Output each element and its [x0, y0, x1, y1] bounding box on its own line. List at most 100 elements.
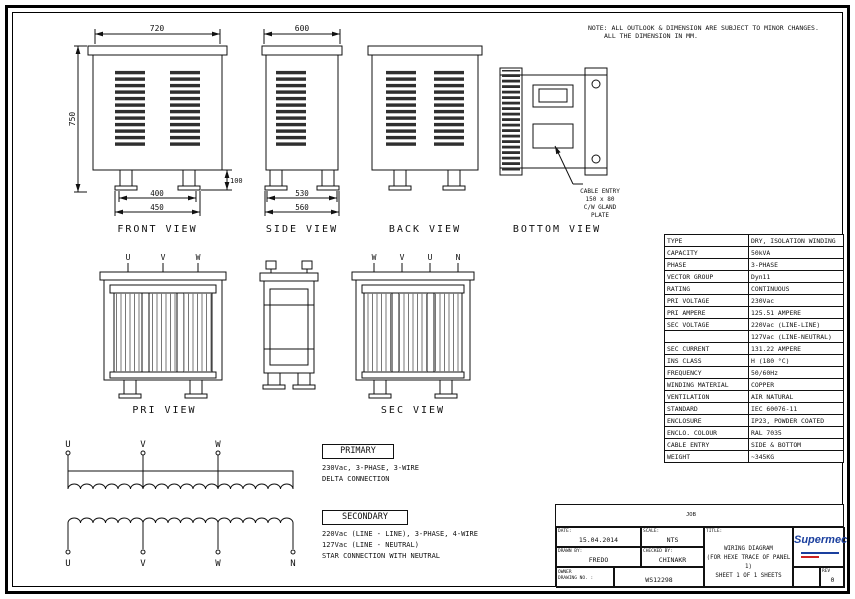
- spec-value: 131.22 AMPERE: [748, 342, 844, 355]
- checked-by-label: CHECKED BY:: [643, 549, 673, 554]
- wiring-bottom-terminal-w: W: [215, 559, 221, 569]
- front-view-label: FRONT VIEW: [117, 224, 198, 235]
- back-view-label: BACK VIEW: [388, 224, 462, 235]
- side-dim-width: 600: [295, 24, 310, 33]
- side-view-lines: [261, 29, 343, 216]
- checked-by-cell: CHECKED BY: CHINAKR: [641, 547, 704, 567]
- sec-terminal-u: U: [428, 253, 433, 262]
- spec-value: 50kVA: [748, 246, 844, 259]
- primary-spec-line1: 230Vac, 3-PHASE, 3-WIRE: [322, 464, 419, 472]
- sec-terminal-v: V: [400, 253, 405, 262]
- winding-side-view-lines: [259, 260, 319, 390]
- drawn-by-value: FREDO: [588, 556, 609, 564]
- front-dim-height: 750: [68, 112, 77, 127]
- spec-value: ~345KG: [748, 450, 844, 463]
- spec-value: IP23, POWDER COATED: [748, 414, 844, 427]
- spec-value: IEC 60076-11: [748, 402, 844, 415]
- spec-value: 230Vac: [748, 294, 844, 307]
- logo-underline-red: [801, 556, 819, 558]
- sec-winding-2: [399, 293, 427, 372]
- pri-winding-2: [149, 293, 177, 372]
- spec-row-sec-voltage-2: 127Vac (LINE-NEUTRAL): [664, 330, 844, 343]
- spec-value: Dyn11: [748, 270, 844, 283]
- front-louver-left: [115, 69, 145, 147]
- title-cell: TITLE: WIRING DIAGRAM (FOR HEXE TRACE OF…: [704, 527, 793, 588]
- wiring-top-terminal-w: W: [215, 440, 221, 450]
- job-cell: JOB: [556, 505, 843, 527]
- rev-label: REV: [822, 569, 831, 574]
- spec-key: RATING: [664, 282, 749, 295]
- spec-key: ENCLOSURE: [664, 414, 749, 427]
- date-cell: DATE: 15.04.2014: [556, 527, 641, 547]
- side-view-drawing: 600 530 560: [261, 24, 343, 216]
- sec-winding-3: [434, 293, 462, 372]
- note-line1: NOTE: ALL OUTLOOK & DIMENSION ARE SUBJEC…: [588, 24, 819, 32]
- title-block: JOB DATE: 15.04.2014 SCALE: NTS DRAWN BY…: [555, 504, 847, 588]
- spec-value: DRY, ISOLATION WINDING: [748, 234, 844, 247]
- spec-key: ENCLO. COLOUR: [664, 426, 749, 439]
- scale-cell: SCALE: NTS: [641, 527, 704, 547]
- scale-label: SCALE:: [643, 529, 660, 534]
- wiring-lines: [65, 450, 296, 555]
- cable-entry-callout-line3: C/W GLAND: [584, 204, 617, 211]
- note: NOTE: ALL OUTLOOK & DIMENSION ARE SUBJEC…: [588, 24, 842, 40]
- pri-view-label: PRI VIEW: [132, 405, 197, 416]
- spec-value: 3-PHASE: [748, 258, 844, 271]
- date-value: 15.04.2014: [578, 536, 619, 544]
- front-louver-right: [170, 69, 200, 147]
- wiring-bottom-terminal-v: V: [140, 559, 146, 569]
- front-dim-feet-inner: 400: [150, 189, 164, 198]
- spec-key: VECTOR GROUP: [664, 270, 749, 283]
- drawing-no-value: WS12298: [645, 576, 673, 584]
- spec-key: PRI VOLTAGE: [664, 294, 749, 307]
- pri-terminal-u: U: [126, 253, 131, 262]
- sec-view-label: SEC VIEW: [380, 405, 446, 416]
- spec-value: CONTINUOUS: [748, 282, 844, 295]
- title-line1: WIRING DIAGRAM: [724, 546, 773, 552]
- spec-key: STANDARD: [664, 402, 749, 415]
- drawn-by-label: DRAWN BY:: [558, 549, 583, 554]
- spec-value: RAL 7035: [748, 426, 844, 439]
- spec-value: 220Vac (LINE-LINE): [748, 318, 844, 331]
- pri-terminal-v: V: [161, 253, 166, 262]
- side-dim-feet-outer: 560: [295, 203, 309, 212]
- pri-terminal-w: W: [196, 253, 201, 262]
- spec-key: SEC CURRENT: [664, 342, 749, 355]
- wiring-top-terminal-u: U: [65, 440, 70, 450]
- logo-underline-blue: [801, 552, 839, 554]
- note-line2: ALL THE DIMENSION IN MM.: [604, 32, 698, 40]
- secondary-spec-line1: 220Vac (LINE - LINE), 3-PHASE, 4-WIRE: [322, 530, 478, 538]
- checked-by-value: CHINAKR: [658, 556, 687, 564]
- primary-title-box: PRIMARY: [322, 444, 394, 459]
- front-dim-width: 720: [150, 24, 165, 33]
- pri-view-drawing: U V W: [99, 253, 227, 399]
- spec-key: [664, 330, 749, 343]
- rev-cell: REV 0: [820, 567, 845, 588]
- title-label: TITLE:: [706, 529, 723, 534]
- back-louver-left: [386, 69, 416, 147]
- drawn-by-cell: DRAWN BY: FREDO: [556, 547, 641, 567]
- side-dim-feet-inner: 530: [295, 189, 309, 198]
- spec-key: TYPE: [664, 234, 749, 247]
- spare-cell: [793, 567, 820, 588]
- back-view-lines: [367, 45, 483, 191]
- logo-cell: Supermec: [793, 527, 847, 567]
- date-label: DATE:: [558, 529, 572, 534]
- spec-key: CABLE ENTRY: [664, 438, 749, 451]
- cable-entry-callout-line2: 150 x 80: [586, 196, 615, 203]
- wiring-bottom-terminal-n: N: [290, 559, 295, 569]
- owner-label: OWNER: [558, 570, 572, 575]
- title-line2: (FOR HEXE TRACE OF PANEL 1): [706, 555, 791, 570]
- sheet-border-outer: [5, 5, 850, 594]
- sec-winding-1: [364, 293, 392, 372]
